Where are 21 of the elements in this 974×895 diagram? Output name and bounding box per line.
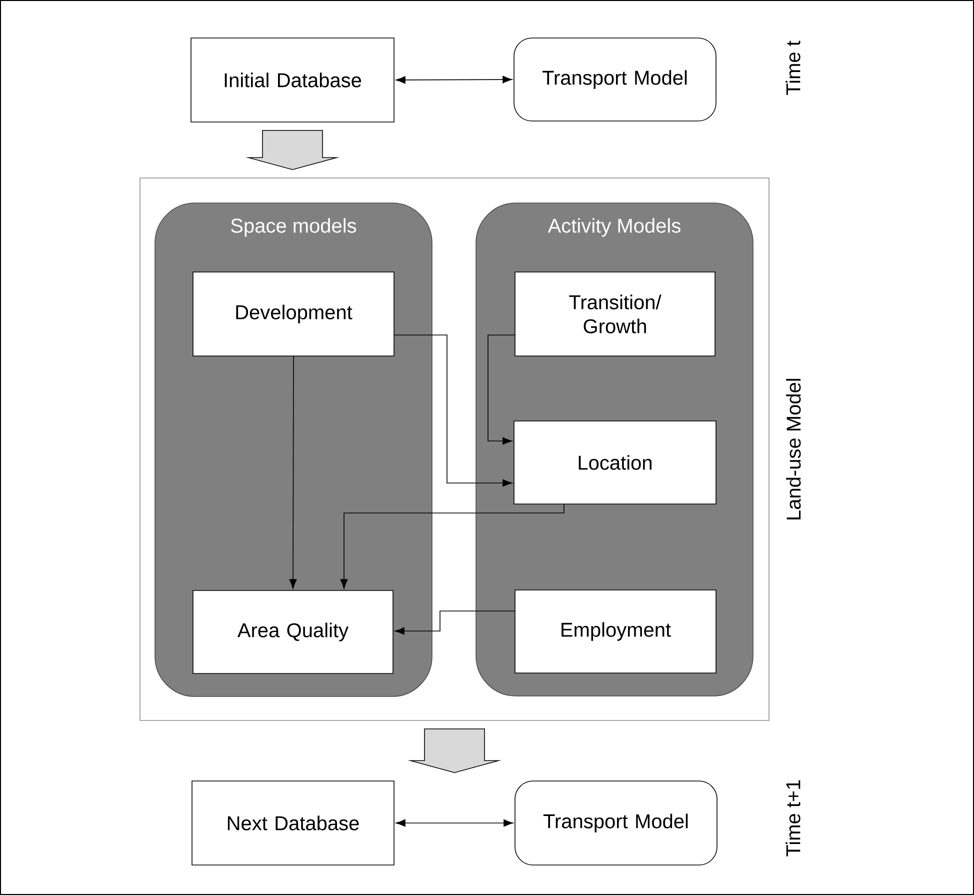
process-box: Area Quality (192, 590, 394, 674)
block-arrow (246, 130, 340, 170)
arrow (289, 356, 297, 589)
arrow (488, 334, 515, 445)
process-box: Employment (514, 590, 716, 674)
arrow (396, 76, 512, 84)
process-box: Transition/ Growth (514, 272, 716, 356)
time-label: Time t (786, 40, 800, 95)
process-box: Next Database (192, 780, 394, 866)
node-label: Land-use Model (786, 378, 801, 520)
model-box: Transport Model (514, 38, 716, 122)
model-box: Transport Model (514, 780, 718, 866)
process-box: Location (514, 420, 716, 504)
arrow (394, 610, 515, 635)
process-box: Initial Database (190, 38, 394, 122)
arrow (396, 819, 514, 827)
arrow (394, 334, 512, 487)
block-arrow (408, 728, 502, 774)
time-label: Time t+1 (786, 780, 800, 856)
process-box: Development (192, 272, 394, 356)
arrow (340, 504, 564, 589)
